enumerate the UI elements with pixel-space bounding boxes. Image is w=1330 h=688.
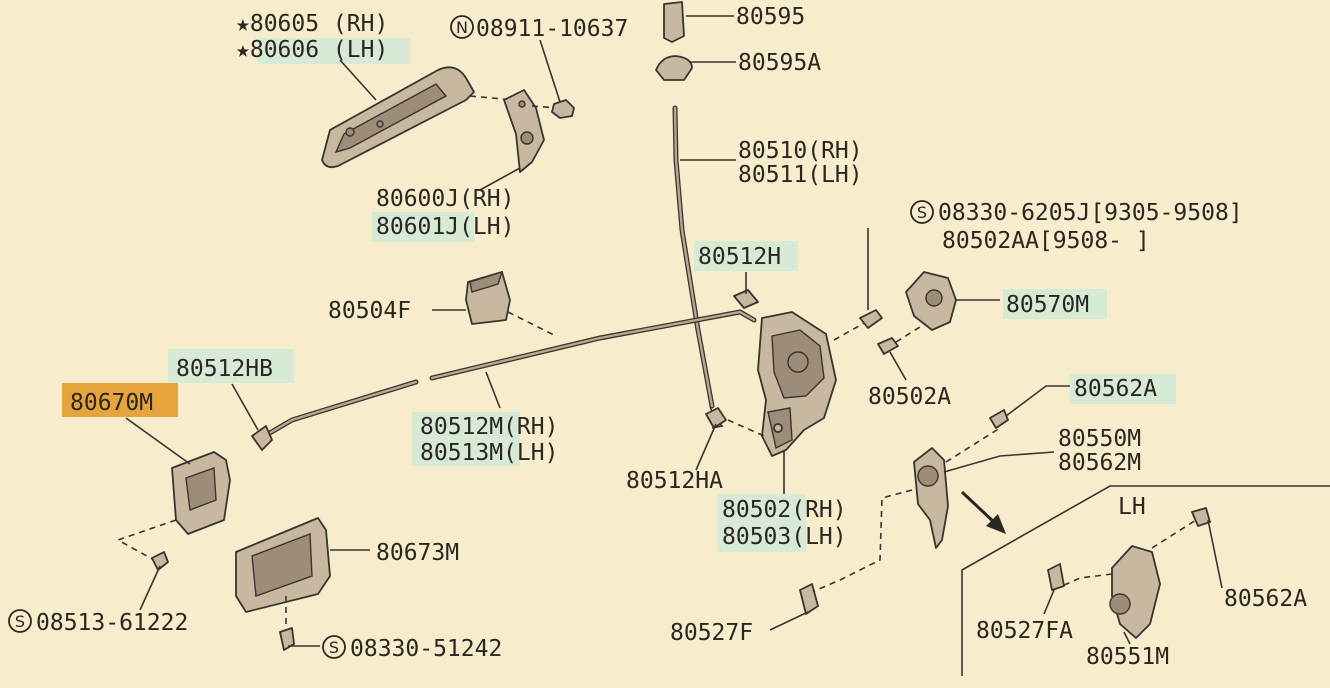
- highlight-80502: [718, 494, 806, 552]
- label-80551m[interactable]: 80551M: [1086, 644, 1169, 670]
- label-80502a[interactable]: 80502A: [868, 384, 951, 410]
- leader-dash: [1061, 573, 1113, 587]
- leader-dash: [811, 489, 913, 593]
- highlight-80512hb: [168, 349, 294, 383]
- highlight-80570m: [1003, 289, 1107, 319]
- label-80511[interactable]: 80511(LH): [738, 162, 863, 188]
- leader-dash: [116, 519, 177, 561]
- screw-08330-51242[interactable]: [279, 627, 295, 651]
- s-symbol-circle: [910, 200, 934, 224]
- label-80513m[interactable]: 80513M(LH): [420, 440, 558, 466]
- label-80512h[interactable]: 80512H: [698, 244, 781, 270]
- protector-80504f[interactable]: [465, 270, 511, 325]
- screw-08513[interactable]: [151, 551, 169, 571]
- label-80562a-top[interactable]: 80562A: [1074, 376, 1157, 402]
- label-80570m[interactable]: 80570M: [1006, 292, 1089, 318]
- label-80605[interactable]: ★80605 (RH): [236, 11, 388, 37]
- escutcheon-80673m[interactable]: [235, 517, 331, 613]
- clip-80527f[interactable]: [799, 583, 819, 615]
- s-symbol: S: [329, 638, 339, 657]
- highlight-80601j: [372, 212, 474, 242]
- n-symbol: N: [456, 18, 468, 37]
- arrow-head: [986, 514, 1006, 534]
- label-80562m[interactable]: 80562M: [1058, 450, 1141, 476]
- s-symbol-circle: [322, 635, 346, 659]
- label-80670m[interactable]: 80670M: [70, 390, 153, 416]
- rod-80512m-right-inner: [430, 310, 756, 380]
- screw-80502a[interactable]: [877, 337, 899, 355]
- label-80512ha[interactable]: 80512HA: [626, 468, 723, 494]
- actuator-80550m[interactable]: [913, 447, 949, 549]
- leader-dash: [1151, 519, 1197, 549]
- label-80606[interactable]: ★80606 (LH): [236, 37, 388, 63]
- label-80512hb[interactable]: 80512HB: [176, 356, 273, 382]
- s-symbol: S: [15, 612, 25, 631]
- lh-clip-80527fa[interactable]: [1047, 563, 1065, 591]
- rod-80512m-left-inner: [266, 380, 418, 436]
- lh-inset-frame: [961, 485, 1330, 676]
- label-80673m[interactable]: 80673M: [376, 540, 459, 566]
- highlight-80512h: [694, 241, 798, 271]
- highlight-80606: [258, 38, 410, 64]
- clip-80512h[interactable]: [733, 289, 759, 309]
- leader-dash: [727, 419, 765, 437]
- clip-80512ha[interactable]: [705, 407, 727, 429]
- arrow-line: [960, 490, 998, 526]
- label-80601j[interactable]: 80601J(LH): [376, 214, 514, 240]
- label-80595[interactable]: 80595: [736, 4, 805, 30]
- label-80512m[interactable]: 80512M(RH): [420, 414, 558, 440]
- label-80502[interactable]: 80502(RH): [722, 497, 847, 523]
- label-80600j[interactable]: 80600J(RH): [376, 186, 514, 212]
- leader-dash: [833, 321, 867, 341]
- label-lh: LH: [1118, 494, 1146, 520]
- label-80503[interactable]: 80503(LH): [722, 524, 847, 550]
- clip-80512hb[interactable]: [251, 425, 273, 451]
- lh-screw-80562a[interactable]: [1191, 507, 1211, 527]
- leader-dash: [531, 105, 559, 109]
- label-08330-6205j[interactable]: 08330-6205J[9305-9508]: [938, 200, 1243, 226]
- outside-handle[interactable]: [321, 66, 475, 169]
- label-80595a[interactable]: 80595A: [738, 50, 821, 76]
- n-symbol-circle: [450, 15, 474, 39]
- leader-dash: [507, 311, 557, 337]
- door-lock-assembly[interactable]: [757, 311, 837, 457]
- s-symbol-circle: [8, 609, 32, 633]
- screw-08330-6205j[interactable]: [859, 309, 883, 329]
- highlight-80562a: [1070, 374, 1176, 404]
- s-symbol: S: [917, 203, 927, 222]
- leader-lines: [125, 15, 1223, 647]
- label-08330-51242[interactable]: 08330-51242: [350, 636, 502, 662]
- label-80527f[interactable]: 80527F: [670, 620, 753, 646]
- inside-handle-80670m[interactable]: [171, 451, 231, 535]
- label-80527fa[interactable]: 80527FA: [976, 618, 1073, 644]
- rod-knob[interactable]: [655, 1, 693, 81]
- label-08911-10637[interactable]: 08911-10637: [476, 16, 628, 42]
- lh-actuator-80551m[interactable]: [1109, 545, 1161, 639]
- leader-dash: [945, 427, 1001, 463]
- striker-80570m[interactable]: [905, 271, 957, 331]
- label-80502aa[interactable]: 80502AA[9508- ]: [942, 228, 1150, 254]
- handle-bracket[interactable]: [503, 89, 545, 173]
- highlight-80512m: [412, 412, 520, 466]
- label-80504f[interactable]: 80504F: [328, 298, 411, 324]
- lock-rod-inner: [673, 106, 714, 408]
- screw-80562a[interactable]: [989, 409, 1009, 429]
- label-80510[interactable]: 80510(RH): [738, 138, 863, 164]
- nut-part[interactable]: [551, 99, 575, 119]
- highlight-80670m[interactable]: [62, 383, 178, 417]
- leader-dash: [895, 321, 929, 343]
- label-80550m[interactable]: 80550M: [1058, 426, 1141, 452]
- label-08513-61222[interactable]: 08513-61222: [36, 610, 188, 636]
- label-80562a-inset[interactable]: 80562A: [1224, 586, 1307, 612]
